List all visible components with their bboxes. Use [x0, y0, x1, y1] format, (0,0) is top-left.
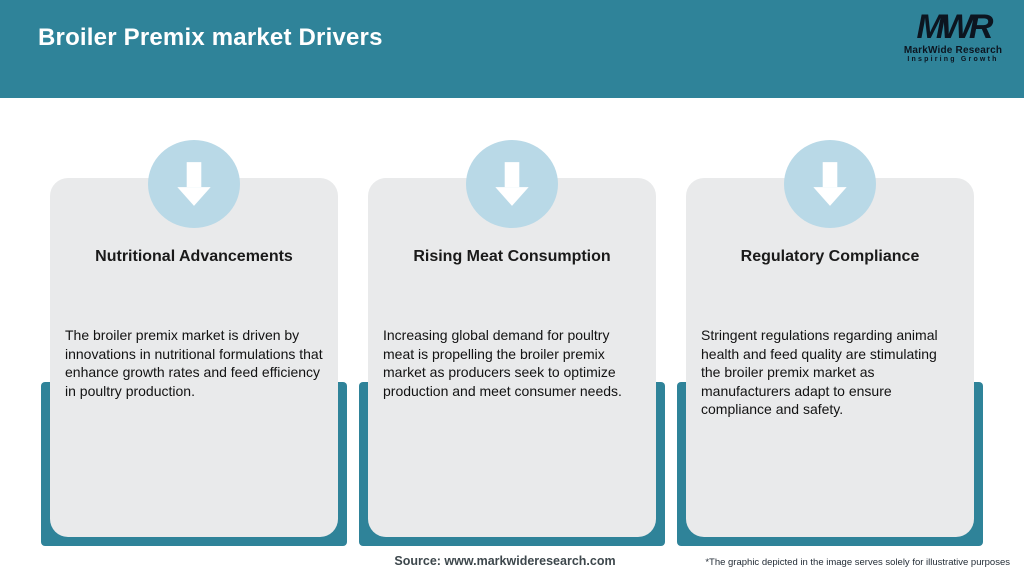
- page-title: Broiler Premix market Drivers: [38, 24, 383, 51]
- logo-tagline: Inspiring Growth: [907, 55, 999, 63]
- driver-card-rising-meat-consumption: Rising Meat Consumption Increasing globa…: [368, 178, 656, 537]
- logo-monogram-icon: MWR: [916, 8, 994, 46]
- logo-name: MarkWide Research: [903, 44, 1003, 56]
- arrow-down-icon: [784, 140, 876, 228]
- card-title: Nutritional Advancements: [95, 248, 293, 265]
- driver-card-nutritional-advancements: Nutritional Advancements The broiler pre…: [50, 178, 338, 537]
- markwide-research-logo: MWR MarkWide Research Inspiring Growth: [898, 8, 1008, 63]
- arrow-down-icon: [148, 140, 240, 228]
- driver-card-regulatory-compliance: Regulatory Compliance Stringent regulati…: [686, 178, 974, 537]
- arrow-down-icon: [466, 140, 558, 228]
- card-body: Increasing global demand for poultry mea…: [383, 327, 622, 399]
- card-title: Rising Meat Consumption: [413, 248, 611, 265]
- header-bar: Broiler Premix market Drivers MWR MarkWi…: [0, 0, 1024, 98]
- source-text: Source: www.markwideresearch.com: [394, 554, 616, 568]
- card-title: Regulatory Compliance: [740, 248, 920, 265]
- disclaimer-text: *The graphic depicted in the image serve…: [705, 557, 1010, 568]
- card-body: Stringent regulations regarding animal h…: [701, 327, 938, 417]
- card-body: The broiler premix market is driven by i…: [65, 327, 323, 399]
